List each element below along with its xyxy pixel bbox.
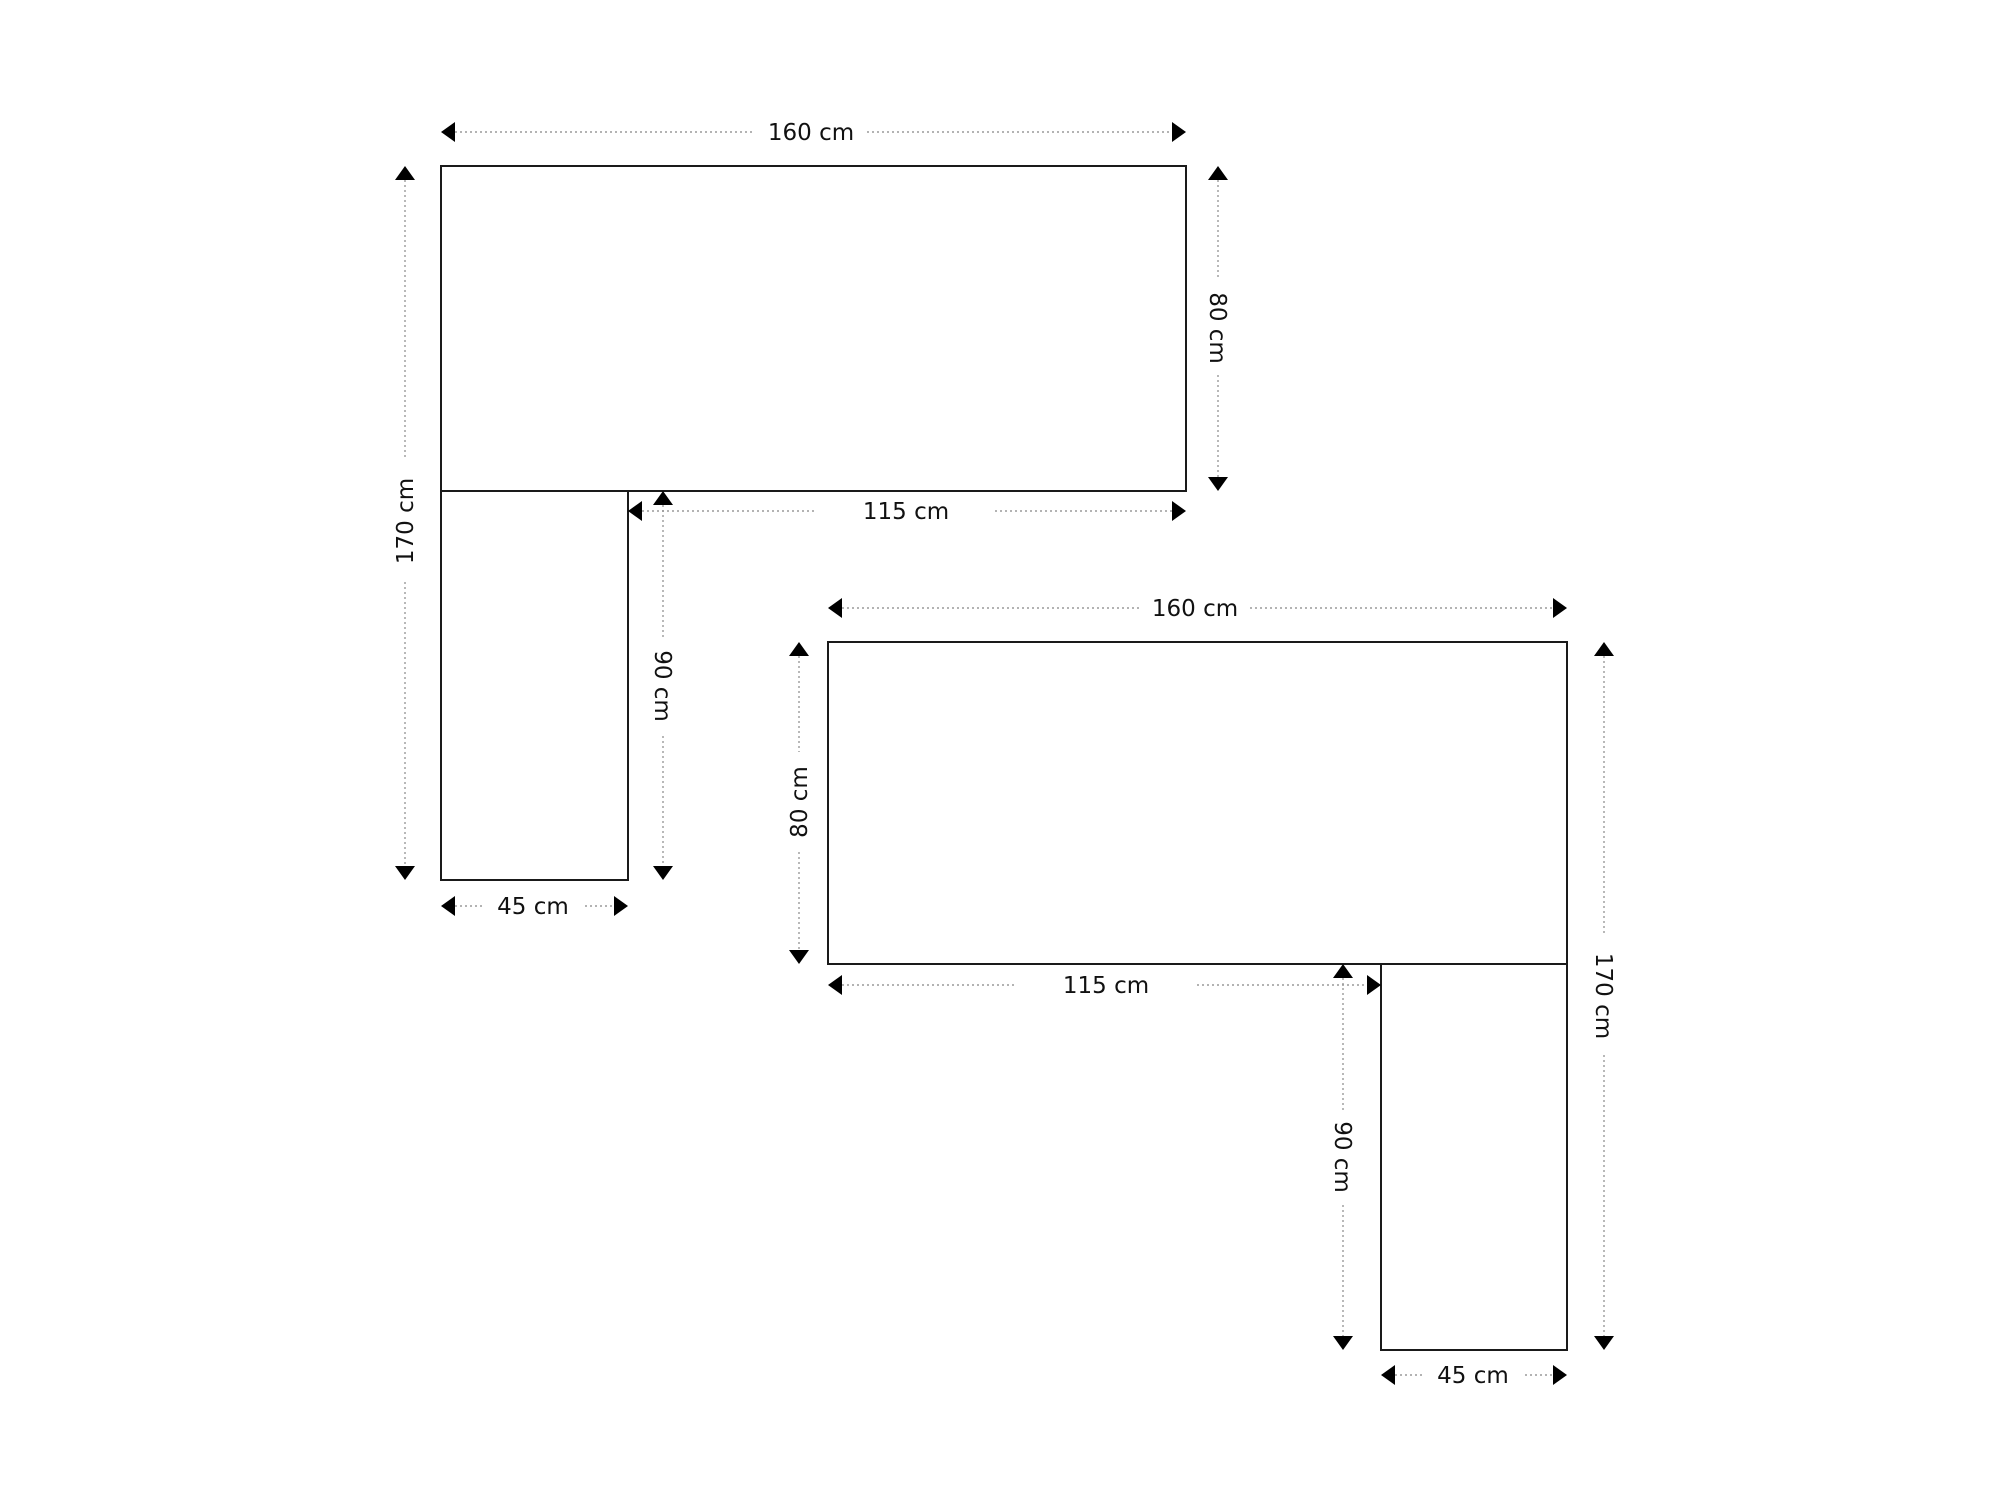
arrow-left-icon — [628, 501, 642, 521]
dim-label: 80 cm — [787, 766, 813, 838]
left-corner-desk: 160 cm 80 cm 170 cm 115 cm — [393, 120, 1230, 920]
arrow-right-icon — [1553, 598, 1567, 618]
dim-label: 90 cm — [1329, 1121, 1355, 1193]
dim-label: 115 cm — [863, 499, 949, 525]
dim-label: 160 cm — [1152, 596, 1238, 622]
right-dim-inner-width: 115 cm — [828, 973, 1381, 999]
arrow-right-icon — [614, 896, 628, 916]
dim-label: 45 cm — [1437, 1363, 1509, 1389]
right-dim-top-depth: 80 cm — [787, 642, 813, 964]
arrow-up-icon — [653, 491, 673, 505]
dim-label: 160 cm — [768, 120, 854, 146]
right-desk-return — [1380, 963, 1568, 1351]
left-dim-return-length: 90 cm — [649, 491, 675, 880]
arrow-down-icon — [395, 866, 415, 880]
dim-label: 45 cm — [497, 894, 569, 920]
arrow-up-icon — [1594, 642, 1614, 656]
dim-label: 115 cm — [1063, 973, 1149, 999]
arrow-left-icon — [828, 975, 842, 995]
left-dim-total-length: 170 cm — [393, 166, 419, 880]
left-dim-top-width: 160 cm — [441, 120, 1186, 146]
left-desk-return — [440, 490, 629, 881]
arrow-down-icon — [653, 866, 673, 880]
dim-label: 170 cm — [1590, 953, 1616, 1039]
right-desk-main-top — [827, 641, 1568, 965]
arrow-left-icon — [828, 598, 842, 618]
arrow-right-icon — [1172, 122, 1186, 142]
arrow-down-icon — [789, 950, 809, 964]
right-dim-total-length: 170 cm — [1590, 642, 1616, 1350]
arrow-left-icon — [441, 122, 455, 142]
dim-label: 170 cm — [393, 478, 419, 564]
arrow-up-icon — [1333, 964, 1353, 978]
arrow-down-icon — [1594, 1336, 1614, 1350]
right-dim-return-length: 90 cm — [1329, 964, 1355, 1350]
right-dim-top-width: 160 cm — [828, 596, 1567, 622]
arrow-left-icon — [1381, 1365, 1395, 1385]
arrow-left-icon — [441, 896, 455, 916]
right-corner-desk: 160 cm 80 cm 170 cm 115 cm — [787, 596, 1616, 1389]
arrow-up-icon — [395, 166, 415, 180]
left-dim-inner-width: 115 cm — [628, 499, 1186, 525]
left-dim-return-width: 45 cm — [441, 894, 628, 920]
dim-label: 90 cm — [649, 650, 675, 722]
arrow-down-icon — [1208, 477, 1228, 491]
arrow-right-icon — [1172, 501, 1186, 521]
right-dim-return-width: 45 cm — [1381, 1363, 1567, 1389]
arrow-down-icon — [1333, 1336, 1353, 1350]
dim-label: 80 cm — [1204, 292, 1230, 364]
arrow-right-icon — [1553, 1365, 1567, 1385]
arrow-up-icon — [1208, 166, 1228, 180]
arrow-up-icon — [789, 642, 809, 656]
left-dim-top-depth: 80 cm — [1204, 166, 1230, 491]
arrow-right-icon — [1367, 975, 1381, 995]
left-desk-main-top — [440, 165, 1187, 492]
